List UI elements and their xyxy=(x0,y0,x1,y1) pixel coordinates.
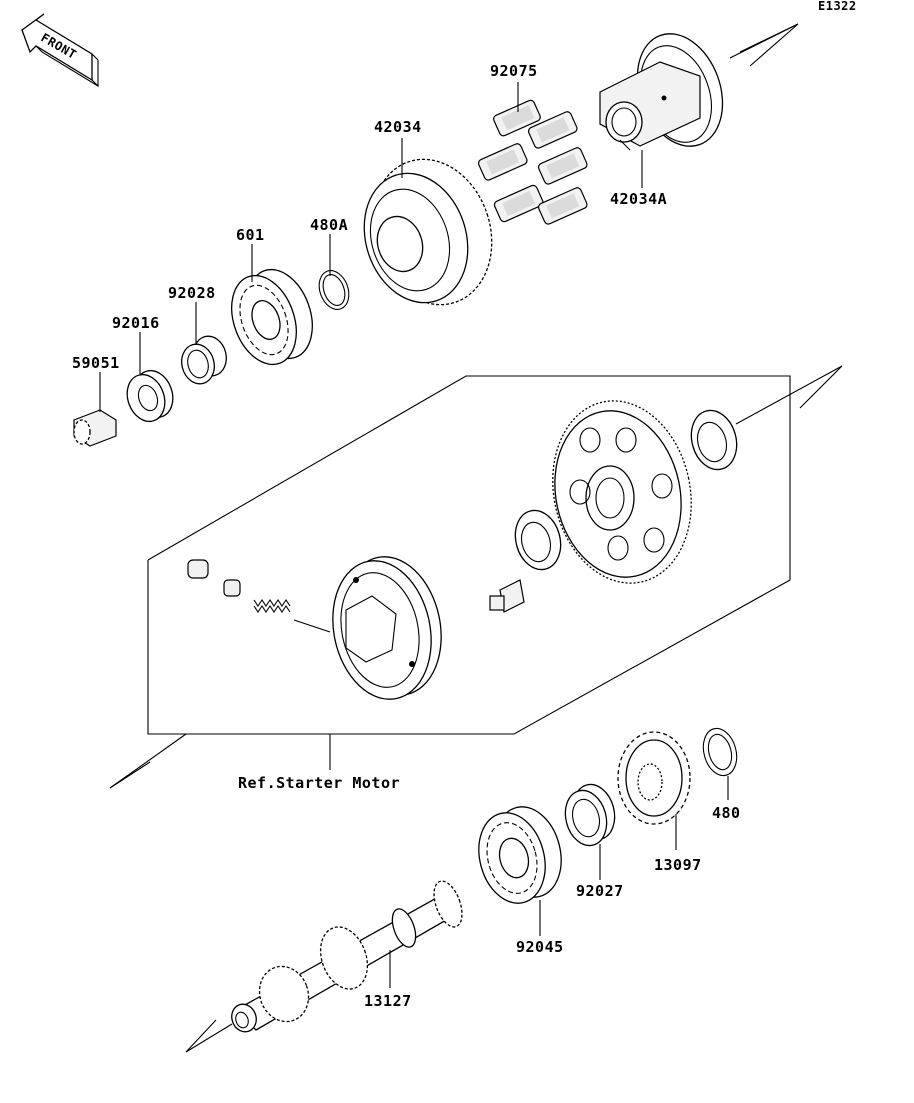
washer-left xyxy=(514,509,562,571)
label-92028: 92028 xyxy=(168,284,216,302)
part-92027-collar xyxy=(564,783,616,847)
reference-box xyxy=(109,365,843,789)
part-480A-circlip xyxy=(318,270,350,310)
label-92027: 92027 xyxy=(576,882,624,900)
part-13097-gear xyxy=(617,731,691,825)
part-59051-pinion xyxy=(73,409,117,447)
axis-arrow-icon xyxy=(729,23,799,67)
plunger xyxy=(223,579,241,597)
part-92075-rollers xyxy=(477,99,588,225)
label-13127: 13127 xyxy=(364,992,412,1010)
part-42034-gear xyxy=(363,158,493,306)
label-480: 480 xyxy=(712,804,741,822)
spring xyxy=(253,599,331,633)
part-clutch-housing xyxy=(332,556,442,700)
label-92045: 92045 xyxy=(516,938,564,956)
part-92045-bearing xyxy=(478,806,562,904)
part-601-bearing xyxy=(231,268,313,366)
label-42034: 42034 xyxy=(374,118,422,136)
reference-label: Ref.Starter Motor xyxy=(238,774,400,792)
label-59051: 59051 xyxy=(72,354,120,372)
part-92016-nut xyxy=(126,369,174,423)
label-480A: 480A xyxy=(310,216,348,234)
bolt xyxy=(489,579,525,613)
part-13127-shaft xyxy=(185,880,463,1053)
roller-pin xyxy=(187,559,209,579)
label-92075: 92075 xyxy=(490,62,538,80)
label-601: 601 xyxy=(236,226,265,244)
part-starter-gear xyxy=(552,400,692,584)
washer-right xyxy=(690,409,738,471)
part-42034A-clutch-hub xyxy=(599,33,724,151)
part-92028-collar xyxy=(181,335,227,385)
diagram-id: E1322 xyxy=(818,0,857,13)
front-arrow-icon: FRONT xyxy=(21,13,99,88)
part-480-circlip xyxy=(702,727,738,777)
label-13097: 13097 xyxy=(654,856,702,874)
label-92016: 92016 xyxy=(112,314,160,332)
label-42034A: 42034A xyxy=(610,190,667,208)
